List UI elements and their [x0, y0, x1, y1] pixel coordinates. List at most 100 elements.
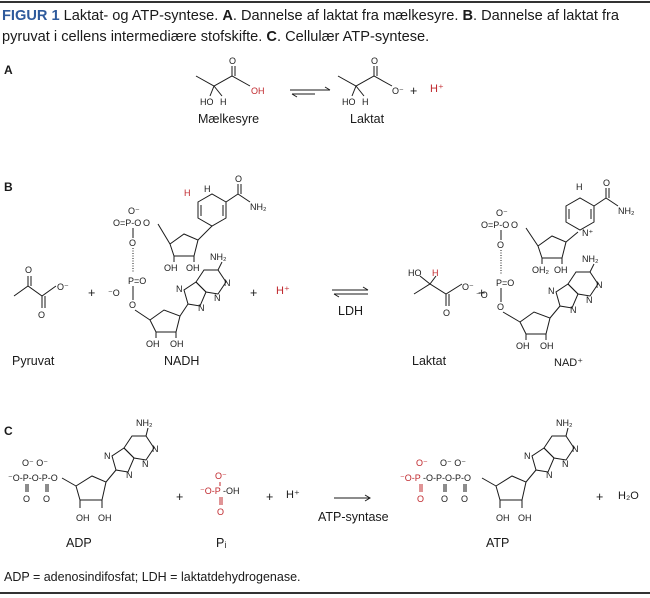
- svg-text:P=O: P=O: [496, 278, 514, 288]
- caption-text-1: Laktat- og ATP-syntese.: [59, 8, 223, 24]
- svg-text:⁻O-P: ⁻O-P: [400, 473, 421, 483]
- svg-text:O=P-O: O=P-O: [481, 220, 509, 230]
- svg-text:O: O: [441, 494, 448, 504]
- svg-text:HO: HO: [342, 97, 356, 107]
- svg-text:O: O: [38, 310, 45, 320]
- nad-structure: N⁺ O NH₂ H OH₂ OH O O=P-O O⁻ O P=O ⁻O: [476, 178, 635, 351]
- svg-text:OH: OH: [496, 513, 510, 523]
- label-water: H₂O: [618, 490, 639, 502]
- plus-c-3: +: [596, 490, 604, 504]
- figure-label: FIGUR 1: [2, 8, 60, 24]
- plus-b-3: +: [478, 286, 486, 300]
- equilibrium-arrow-b: [332, 286, 369, 298]
- caption-letter-a: A: [222, 8, 233, 24]
- svg-text:H: H: [362, 97, 369, 107]
- svg-text:O: O: [511, 220, 518, 230]
- svg-text:N: N: [524, 451, 531, 461]
- svg-text:N: N: [596, 280, 603, 290]
- pyruvate-structure: O O O⁻: [13, 265, 69, 320]
- adp-structure: ⁻O-P-O-P-O O⁻ O⁻ O O OH OH N N N N NH₂: [8, 418, 159, 523]
- enzyme-ldh: LDH: [338, 304, 364, 318]
- enzyme-atp-syntase: ATP-syntase: [318, 510, 389, 524]
- svg-text:O⁻: O⁻: [57, 282, 69, 292]
- atp-synthase-arrow: [334, 494, 371, 502]
- svg-text:O: O: [235, 174, 242, 184]
- caption-letter-c: C: [266, 29, 277, 45]
- svg-text:O⁻: O⁻: [128, 206, 140, 216]
- figure-caption: FIGUR 1 Laktat- og ATP-syntese. A. Danne…: [2, 6, 642, 48]
- svg-text:N: N: [572, 444, 579, 454]
- plus-c-1: +: [176, 490, 184, 504]
- svg-text:N: N: [570, 305, 577, 315]
- svg-text:NH₂: NH₂: [556, 418, 573, 428]
- label-atp: ATP: [486, 536, 510, 550]
- svg-text:OH: OH: [146, 339, 160, 349]
- caption-text-2: . Dannelse af laktat fra mælkesyre.: [232, 8, 463, 24]
- svg-text:O: O: [371, 56, 378, 66]
- svg-text:N: N: [224, 278, 231, 288]
- svg-text:O: O: [229, 56, 236, 66]
- svg-text:OH: OH: [516, 341, 530, 351]
- nadh-structure: O NH₂ H H OH OH O O=P-O O⁻ O P=O ⁻O O: [108, 174, 267, 349]
- svg-text:N: N: [104, 451, 111, 461]
- svg-text:O: O: [129, 238, 136, 248]
- svg-text:N: N: [152, 444, 159, 454]
- svg-text:O=P-O: O=P-O: [113, 218, 141, 228]
- svg-text:-OH: -OH: [223, 486, 240, 496]
- plus-b-2: +: [250, 286, 258, 300]
- section-c-label: C: [4, 424, 13, 438]
- svg-text:O: O: [461, 494, 468, 504]
- svg-text:N: N: [548, 286, 555, 296]
- svg-text:O⁻: O⁻: [416, 458, 428, 468]
- section-a-label: A: [4, 63, 13, 77]
- label-maelkesyre: Mælkesyre: [198, 112, 260, 126]
- equilibrium-arrow-a: [290, 86, 331, 98]
- proton-b: H⁺: [276, 285, 290, 297]
- svg-text:O⁻: O⁻: [392, 86, 404, 96]
- label-adp: ADP: [66, 536, 92, 550]
- svg-text:HO: HO: [408, 268, 422, 278]
- svg-text:OH: OH: [251, 86, 265, 96]
- label-pi: Pᵢ: [216, 536, 227, 550]
- label-laktat-b: Laktat: [412, 354, 447, 368]
- svg-text:N: N: [176, 284, 183, 294]
- plus-b-1: +: [88, 286, 96, 300]
- svg-text:NH₂: NH₂: [136, 418, 153, 428]
- svg-text:OH: OH: [518, 513, 532, 523]
- section-b-label: B: [4, 180, 13, 194]
- svg-text:O: O: [497, 302, 504, 312]
- label-nad: NAD⁺: [554, 357, 584, 369]
- svg-text:O⁻: O⁻: [462, 282, 474, 292]
- bottom-rule: [0, 592, 650, 594]
- footnote: ADP = adenosindifosfat; LDH = laktatdehy…: [4, 570, 301, 584]
- caption-text-4: . Cellulær ATP-syntese.: [276, 29, 430, 45]
- svg-text:H: H: [204, 184, 211, 194]
- svg-text:-O-P-O-P-O: -O-P-O-P-O: [423, 473, 471, 483]
- svg-text:O: O: [43, 494, 50, 504]
- caption-letter-b: B: [462, 8, 473, 24]
- plus-a: +: [410, 84, 418, 98]
- svg-text:NH₂: NH₂: [210, 252, 227, 262]
- svg-text:O: O: [23, 494, 30, 504]
- svg-text:O: O: [129, 300, 136, 310]
- svg-text:O: O: [25, 265, 32, 275]
- svg-text:N: N: [126, 470, 133, 480]
- svg-text:N: N: [142, 459, 149, 469]
- svg-text:O: O: [143, 218, 150, 228]
- svg-text:OH: OH: [186, 263, 200, 273]
- svg-text:OH: OH: [76, 513, 90, 523]
- svg-text:⁻O: ⁻O: [108, 288, 120, 298]
- svg-text:O: O: [217, 507, 224, 517]
- svg-text:O: O: [497, 240, 504, 250]
- svg-text:N: N: [214, 293, 221, 303]
- atp-structure: ⁻O-P -O-P-O-P-O O⁻ O⁻ O⁻ O O O OH OH N N…: [400, 418, 579, 523]
- svg-text:H: H: [220, 97, 227, 107]
- svg-text:N⁺: N⁺: [582, 228, 593, 238]
- svg-text:N: N: [546, 470, 553, 480]
- svg-text:O: O: [417, 494, 424, 504]
- lactic-acid-structure: O OH HO H: [195, 56, 265, 107]
- label-pyruvat: Pyruvat: [12, 354, 55, 368]
- svg-text:H: H: [184, 188, 191, 198]
